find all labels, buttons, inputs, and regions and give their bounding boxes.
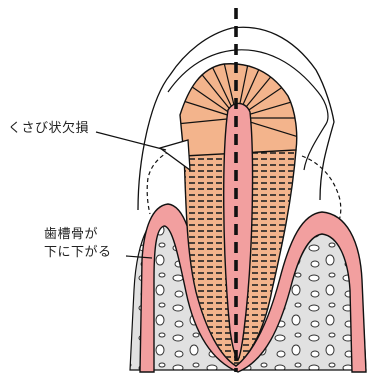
wedge-defect-leader [96, 132, 166, 150]
bone-recession-label-line1: 歯槽骨が [44, 226, 98, 243]
bone-recession-label-line2: 下に下がる [44, 244, 112, 261]
wedge-defect-region [160, 140, 190, 170]
wedge-defect-label: くさび状欠損 [8, 120, 89, 137]
